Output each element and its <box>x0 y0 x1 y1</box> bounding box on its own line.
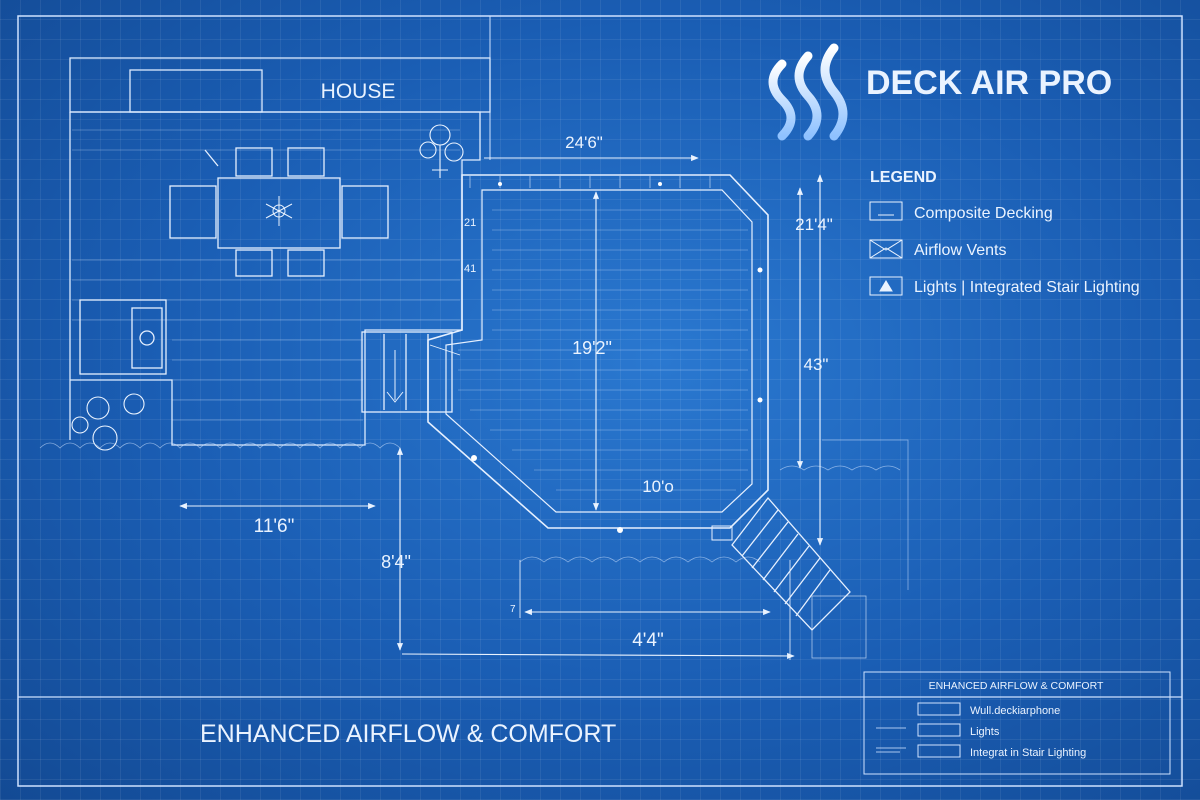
main-deck <box>427 174 769 541</box>
dim-right-upper: 21'4" <box>795 215 833 234</box>
airflow-vents-icon <box>869 239 903 259</box>
dim-left-bottom: 11'6" <box>254 516 295 537</box>
title-block-row-1: Wull.deckiarphone <box>970 705 1060 717</box>
dim-bottom-width: 4'4" <box>632 630 664 651</box>
house-outline <box>69 57 491 440</box>
dining-table-set <box>169 147 389 277</box>
title-block <box>863 671 1171 775</box>
legend-title: LEGEND <box>870 169 937 186</box>
grill-appliance <box>79 299 167 375</box>
title-block-row-3: Integrat in Stair Lighting <box>970 747 1086 759</box>
dim-small-b: 41 <box>464 263 476 275</box>
dim-top-width: 24'6" <box>565 133 603 152</box>
dim-right-full: 43" <box>804 355 829 374</box>
footer-title: ENHANCED AIRFLOW & COMFORT <box>200 720 616 748</box>
shrub-plant-icon <box>71 393 145 451</box>
brand-name: DECK AIR PRO <box>866 64 1112 102</box>
grass-edge <box>39 442 901 563</box>
legend-item-vents: Airflow Vents <box>914 242 1006 259</box>
airflow-waves-icon <box>768 43 848 141</box>
title-block-row-2: Lights <box>970 726 1000 738</box>
stair-ramp <box>731 496 867 659</box>
dim-small-a: 21 <box>464 217 476 229</box>
house-label: HOUSE <box>321 80 396 103</box>
lights-icon <box>869 276 903 296</box>
outer-border <box>17 15 1183 787</box>
dim-center-bottom: 10'o <box>642 477 674 496</box>
composite-decking-icon <box>869 201 903 221</box>
deck-steps <box>361 331 453 413</box>
deck-light-dots <box>471 182 763 533</box>
table-centerpiece-icon <box>265 196 293 226</box>
yard-outline <box>822 439 909 590</box>
dim-center-vertical: 19'2" <box>572 338 612 358</box>
lower-deck <box>70 111 481 446</box>
legend-item-decking: Composite Decking <box>914 205 1053 222</box>
dim-small-c: 7 <box>510 604 516 615</box>
potted-plant-icon <box>419 124 464 178</box>
dimension-lines <box>179 154 824 660</box>
dim-lower-vertical: 8'4" <box>381 552 411 572</box>
legend-item-lights: Lights | Integrated Stair Lighting <box>914 279 1140 296</box>
title-block-heading: ENHANCED AIRFLOW & COMFORT <box>929 680 1104 692</box>
